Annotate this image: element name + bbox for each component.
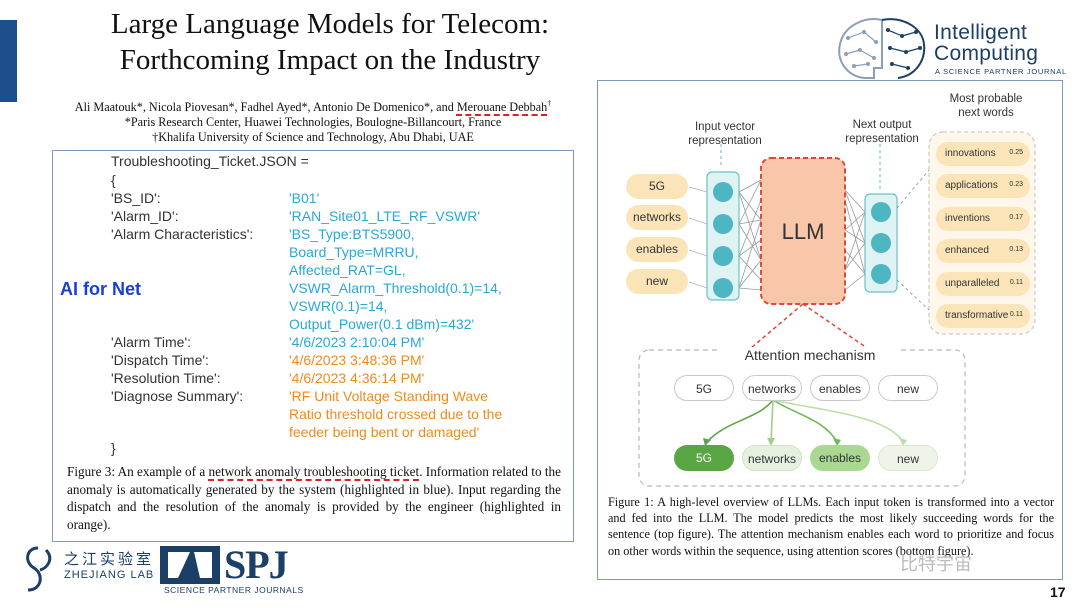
attention-arrow-enables (772, 399, 838, 443)
next-word: transformative (945, 310, 1009, 321)
json-val-dispatch-time: '4/6/2023 3:48:36 PM' (289, 352, 425, 368)
input-token-3: enables (626, 237, 688, 262)
figure-3-caption: Figure 3: An example of a network anomal… (67, 463, 561, 533)
json-val-alarm-id: 'RAN_Site01_LTE_RF_VSWR' (289, 208, 481, 224)
watermark: 比特宇宙 (900, 554, 972, 574)
output-vector-label: Next output representation (845, 119, 919, 145)
next-word-row-5: unparalleled 0.11 (936, 272, 1030, 296)
next-word-row-4: enhanced 0.13 (936, 239, 1030, 263)
attention-title: Attention mechanism (720, 347, 900, 363)
affiliation-2: †Khalifa University of Science and Techn… (152, 130, 474, 145)
llm-label: LLM (781, 219, 825, 244)
figure-1-caption: Figure 1: A high-level overview of LLMs.… (608, 495, 1054, 558)
attention-arrow-networks (770, 399, 774, 443)
author-block: Ali Maatouk*, Nicola Piovesan*, Fadhel A… (28, 96, 598, 145)
zhejiang-lab-logo-icon (26, 546, 52, 592)
next-word-prob: 0.23 (1009, 181, 1023, 188)
fig3-caption-start: Figure 3: An example of a (67, 464, 209, 479)
json-val-alarm-time: '4/6/2023 2:10:04 PM' (289, 334, 425, 350)
json-key-diagnose: 'Diagnose Summary': (111, 388, 244, 404)
next-word-row-2: applications 0.23 (936, 174, 1030, 198)
attention-top-token-4: new (878, 375, 938, 401)
next-word-prob: 0.17 (1009, 214, 1023, 221)
figure-3-box (52, 150, 574, 542)
brain-logo-icon (838, 18, 926, 79)
page-number: 17 (1050, 584, 1066, 600)
json-open-brace: { (111, 172, 116, 188)
next-word-prob: 0.13 (1009, 246, 1023, 253)
attention-top-token-3: enables (810, 375, 870, 401)
author-dagger: † (547, 99, 552, 108)
json-key-resolution-time: 'Resolution Time': (111, 370, 221, 386)
next-word-row-3: inventions 0.17 (936, 207, 1030, 231)
zhejiang-lab-cn: 之江实验室 (64, 551, 155, 568)
attention-arrow-new (772, 399, 904, 443)
slide-title: Large Language Models for Telecom: Forth… (60, 6, 600, 78)
spj-logo-text: SPJ (224, 542, 289, 587)
next-word: inventions (945, 213, 991, 224)
json-val-characteristics-2: Board_Type=MRRU, (289, 244, 419, 260)
next-word-prob: 0.25 (1009, 149, 1023, 156)
json-key-alarm-id: 'Alarm_ID': (111, 208, 179, 224)
json-header: Troubleshooting_Ticket.JSON = (111, 153, 309, 169)
affiliation-1: *Paris Research Center, Huawei Technolog… (124, 115, 502, 130)
json-val-characteristics-1: 'BS_Type:BTS5900, (289, 226, 415, 242)
fig3-caption-highlight: network anomaly troubleshooting ticket (208, 464, 420, 479)
json-val-characteristics-4: VSWR_Alarm_Threshold(0.1)=14, (289, 280, 502, 296)
next-words-label: Most probable next words (949, 93, 1023, 119)
attention-top-token-1: 5G (674, 375, 734, 401)
json-val-bs-id: 'B01' (289, 190, 320, 206)
json-val-characteristics-6: Output_Power(0.1 dBm)=432' (289, 316, 475, 332)
json-val-characteristics-5: VSWR(0.1)=14, (289, 298, 388, 314)
json-val-diagnose-1: 'RF Unit Voltage Standing Wave (289, 388, 489, 404)
attention-top-token-2: networks (742, 375, 802, 401)
journal-subtitle: A SCIENCE PARTNER JOURNAL (935, 67, 1067, 76)
journal-name-1: Intelligent (934, 21, 1028, 44)
json-val-characteristics-3: Affected_RAT=GL, (289, 262, 406, 278)
zhejiang-lab-en: ZHEJIANG LAB (64, 569, 155, 581)
json-key-dispatch-time: 'Dispatch Time': (111, 352, 209, 368)
json-close-brace: } (111, 440, 116, 456)
attention-arrow-5g (706, 399, 774, 443)
title-line-1: Large Language Models for Telecom: (110, 8, 550, 40)
json-val-resolution-time: '4/6/2023 4:36:14 PM' (289, 370, 425, 386)
next-word-row-1: innovations 0.25 (936, 142, 1030, 166)
author-highlighted: Merouane Debbah (456, 100, 548, 115)
attention-bottom-token-4: new (878, 445, 938, 471)
ai-for-net-label: AI for Net (60, 279, 141, 299)
attention-bottom-token-2: networks (742, 445, 802, 471)
json-key-characteristics: 'Alarm Characteristics': (111, 226, 254, 242)
input-token-4: new (626, 269, 688, 294)
fig3-caption-rest: . Information related to the anomaly is … (67, 464, 561, 532)
input-token-2: networks (626, 205, 688, 230)
spj-subtitle: SCIENCE PARTNER JOURNALS (164, 585, 304, 595)
next-word: unparalleled (945, 278, 1000, 289)
author-list: Ali Maatouk*, Nicola Piovesan*, Fadhel A… (28, 96, 598, 115)
authors-text: Ali Maatouk*, Nicola Piovesan*, Fadhel A… (74, 100, 457, 115)
next-word: innovations (945, 148, 996, 159)
json-key-bs-id: 'BS_ID': (111, 190, 161, 206)
next-word: enhanced (945, 245, 989, 256)
json-val-diagnose-2: Ratio threshold crossed due to the (289, 406, 503, 422)
next-word-prob: 0.11 (1009, 311, 1023, 318)
figure-1-box (597, 80, 1063, 580)
json-key-alarm-time: 'Alarm Time': (111, 334, 192, 350)
json-val-diagnose-3: feeder being bent or damaged' (289, 424, 480, 440)
next-word-prob: 0.11 (1009, 279, 1023, 286)
journal-name-2: Computing (934, 42, 1039, 65)
attention-bottom-token-3: enables (810, 445, 870, 471)
accent-bar (0, 20, 17, 102)
spj-emblem-icon (160, 546, 220, 584)
next-word: applications (945, 180, 998, 191)
input-token-1: 5G (626, 174, 688, 199)
attention-bottom-token-1: 5G (674, 445, 734, 471)
title-line-2: Forthcoming Impact on the Industry (119, 44, 541, 76)
input-vector-label: Input vector representation (688, 121, 762, 147)
